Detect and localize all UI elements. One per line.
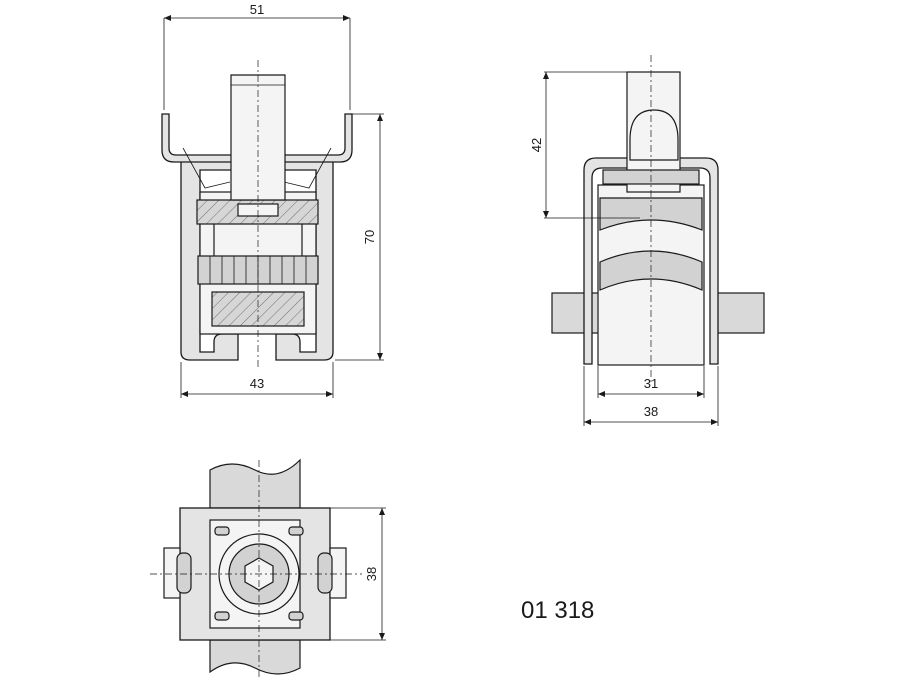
plan-slot-br <box>288 611 304 621</box>
plan-conductor <box>209 458 301 509</box>
side-bar-left <box>551 292 601 334</box>
front-spring-right <box>283 147 332 189</box>
side-upper-saddle <box>599 197 703 231</box>
side-bar-right <box>713 292 765 334</box>
dim-side-height: 42 <box>529 138 544 152</box>
plan-slot-tr <box>288 526 304 536</box>
dim-front-bottom-width: 43 <box>250 376 264 391</box>
article-number: 01 318 <box>521 597 594 624</box>
front-housing <box>180 159 334 361</box>
plan-tab-left <box>176 552 192 594</box>
side-bolt-head <box>629 109 679 161</box>
dim-front-height: 70 <box>362 230 377 244</box>
dim-side-outer-width: 38 <box>644 404 658 419</box>
dim-front-top-width: 51 <box>250 2 264 17</box>
front-u-bracket <box>161 113 353 163</box>
dim-side-inner-width: 31 <box>644 376 658 391</box>
side-view: 42 31 38 <box>529 55 765 426</box>
plan-slot-tl <box>214 526 230 536</box>
dim-plan-height: 38 <box>364 567 379 581</box>
plan-slot-bl <box>214 611 230 621</box>
plan-tab-right <box>317 552 333 594</box>
front-spring-left <box>182 147 231 189</box>
front-view: 51 70 43 <box>161 2 384 398</box>
plan-view: 38 <box>150 458 386 680</box>
side-housing <box>583 157 719 365</box>
